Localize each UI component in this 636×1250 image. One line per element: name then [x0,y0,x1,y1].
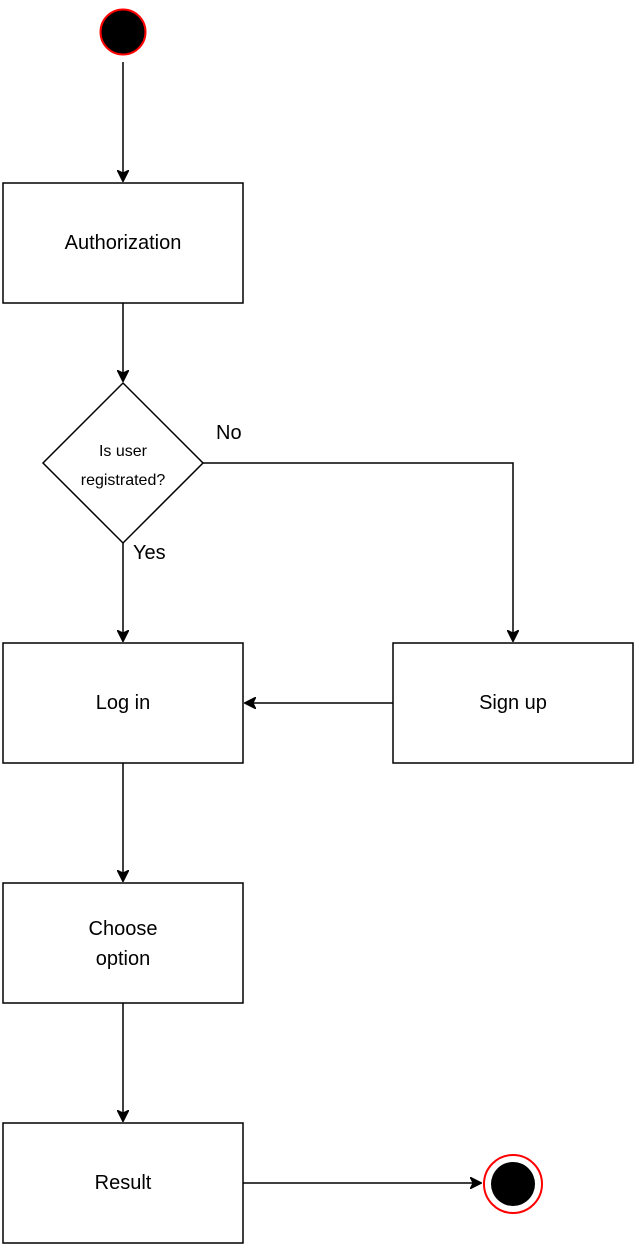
edge-decision-to-signup [203,462,513,641]
start-node [99,8,147,56]
authorization-label: Authorization [65,232,182,254]
choose-label-line2: option [96,948,151,970]
decision-label-line1: Is user [99,443,148,460]
decision-label-line2: registrated? [81,472,166,489]
edge-yes-label: Yes [133,542,166,564]
login-node: Log in [2,642,244,764]
login-label: Log in [96,692,151,714]
signup-node: Sign up [392,642,634,764]
decision-node: Is user registrated? [41,381,205,545]
result-node: Result [2,1122,244,1244]
authorization-node: Authorization [2,182,244,304]
edge-no-label: No [216,422,242,444]
choose-option-node: Choose option [2,882,244,1004]
signup-label: Sign up [479,692,547,714]
end-node [483,1154,543,1214]
choose-label-line1: Choose [89,918,158,940]
result-label: Result [95,1172,152,1194]
